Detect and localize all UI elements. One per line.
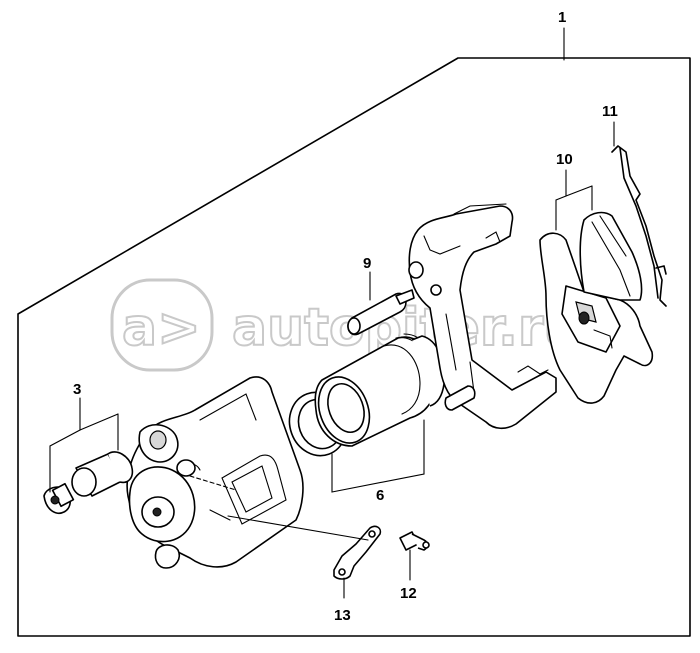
caliper-bracket	[408, 203, 557, 430]
callout-11: 11	[602, 103, 618, 120]
callout-6: 6	[376, 487, 384, 504]
caliper-housing	[126, 376, 304, 569]
guide-pin-boot	[43, 451, 134, 514]
assembly-axis-2	[189, 475, 237, 491]
leader-3b	[79, 413, 119, 431]
wear-indicator-clip	[333, 525, 382, 580]
callout-13: 13	[334, 607, 351, 624]
guide-pin	[347, 289, 415, 336]
diagram-frame	[17, 57, 691, 637]
callout-10: 10	[556, 151, 573, 168]
anti-rattle-spring	[611, 145, 667, 307]
watermark-logo-mark: a>	[122, 298, 201, 358]
assembly-axis	[227, 515, 369, 541]
callout-1: 1	[558, 9, 566, 26]
watermark: a> autopiter.ru	[110, 278, 582, 372]
leader-10b	[565, 185, 593, 197]
watermark-logo-box	[110, 278, 214, 372]
callout-3: 3	[73, 381, 81, 398]
callout-12: 12	[400, 585, 417, 602]
callout-9: 9	[363, 255, 371, 272]
bleeder-screw	[399, 531, 430, 551]
leader-10	[555, 169, 567, 231]
piston	[314, 333, 446, 447]
leader-6	[331, 419, 425, 493]
brake-pads	[539, 211, 654, 404]
leader-3	[49, 397, 81, 493]
